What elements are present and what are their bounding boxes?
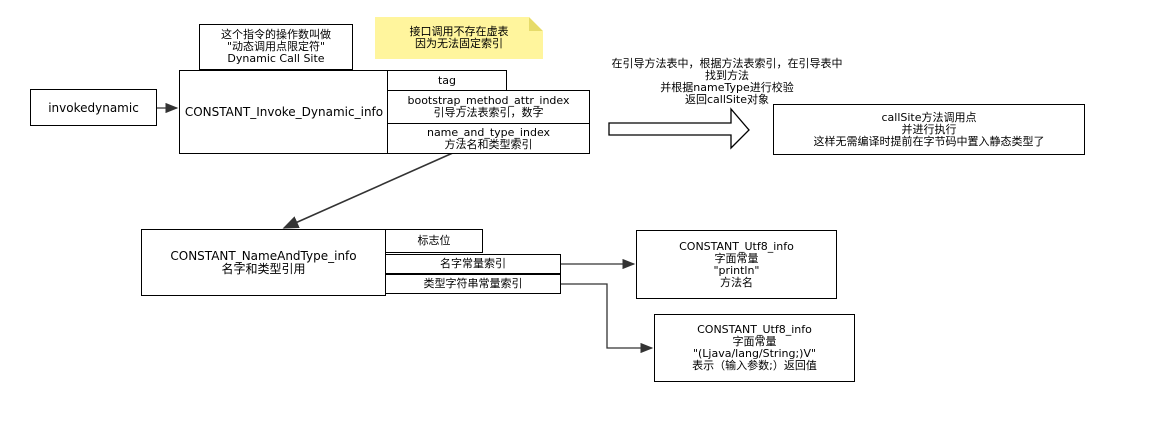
field-flag-label: 标志位 (417, 234, 451, 247)
field-flag: 标志位 (385, 229, 483, 253)
callsite-box: callSite方法调用点 并进行执行 这样无需编译时提前在字节码中置入静态类型… (773, 104, 1085, 155)
sticky-note: 接口调用不存在虚表 因为无法固定索引 (375, 17, 543, 59)
operand-note-line-3: Dynamic Call Site (227, 52, 325, 65)
utf8-println-line-4: 方法名 (720, 275, 753, 289)
callsite-line-1: callSite方法调用点 (881, 110, 977, 124)
field-bootstrap-method-attr-index: bootstrap_method_attr_index 引导方法表索引，数字 (387, 90, 590, 124)
utf8-descriptor-title: CONSTANT_Utf8_info (697, 323, 812, 336)
bootstrap-explanation-line-4: 返回callSite对象 (684, 93, 770, 106)
bootstrap-explanation-line-3: 并根据nameType进行校验 (660, 81, 794, 94)
field-descriptor-index: 类型字符串常量索引 (385, 274, 561, 294)
utf8-println-title: CONSTANT_Utf8_info (679, 239, 794, 253)
utf8-println-box: CONSTANT_Utf8_info 字面常量 "println" 方法名 (636, 230, 837, 299)
utf8-println-line-2: 字面常量 (714, 251, 759, 265)
field-name-index: 名字常量索引 (385, 254, 561, 274)
field-name-and-type-index: name_and_type_index 方法名和类型索引 (387, 123, 590, 154)
invokedynamic-label: invokedynamic (48, 100, 139, 115)
hollow-arrow (608, 107, 750, 150)
operand-note-line-1: 这个指令的操作数叫做 (221, 28, 331, 41)
arrow-name-and-type-link (282, 151, 456, 229)
field-tag-label: tag (437, 73, 457, 87)
invokedynamic-box: invokedynamic (30, 89, 157, 126)
name-and-type-info-box: CONSTANT_NameAndType_info 名字和类型引用 (141, 229, 386, 296)
utf8-descriptor-line-3: "(Ljava/lang/String;)V" (692, 347, 817, 360)
invoke-dynamic-info-title: CONSTANT_Invoke_Dynamic_info (184, 105, 384, 119)
arrow-descriptor-index-link (560, 283, 654, 354)
field-name-and-type-label: name_and_type_index (426, 125, 551, 139)
field-bootstrap-label: bootstrap_method_attr_index (407, 94, 570, 107)
sticky-note-line-2: 因为无法固定索引 (415, 37, 503, 50)
invoke-dynamic-info-box: CONSTANT_Invoke_Dynamic_info (179, 70, 389, 154)
field-bootstrap-desc: 引导方法表索引，数字 (433, 106, 544, 119)
utf8-descriptor-box: CONSTANT_Utf8_info 字面常量 "(Ljava/lang/Str… (654, 314, 855, 382)
utf8-descriptor-line-2: 字面常量 (732, 335, 777, 348)
bootstrap-explanation-line-2: 找到方法 (705, 69, 749, 82)
utf8-println-line-3: "println" (713, 263, 760, 277)
operand-note-line-2: "动态调用点限定符" (226, 40, 326, 53)
bootstrap-explanation-line-1: 在引导方法表中，根据方法表索引，在引导表中 (611, 57, 843, 70)
name-and-type-info-subtitle: 名字和类型引用 (221, 261, 306, 276)
field-tag: tag (387, 70, 507, 91)
utf8-descriptor-line-4: 表示（输入参数;）返回值 (692, 359, 817, 372)
field-name-and-type-desc: 方法名和类型索引 (444, 137, 533, 151)
bootstrap-explanation: 在引导方法表中，根据方法表索引，在引导表中 找到方法 并根据nameType进行… (593, 58, 861, 106)
field-name-index-label: 名字常量索引 (440, 257, 506, 270)
field-descriptor-index-label: 类型字符串常量索引 (423, 277, 523, 290)
operand-note-box: 这个指令的操作数叫做 "动态调用点限定符" Dynamic Call Site (199, 24, 353, 70)
sticky-note-line-1: 接口调用不存在虚表 (409, 25, 509, 38)
callsite-line-3: 这样无需编译时提前在字节码中置入静态类型了 (813, 134, 1045, 148)
callsite-line-2: 并进行执行 (901, 122, 957, 136)
name-and-type-info-title: CONSTANT_NameAndType_info (170, 248, 357, 263)
